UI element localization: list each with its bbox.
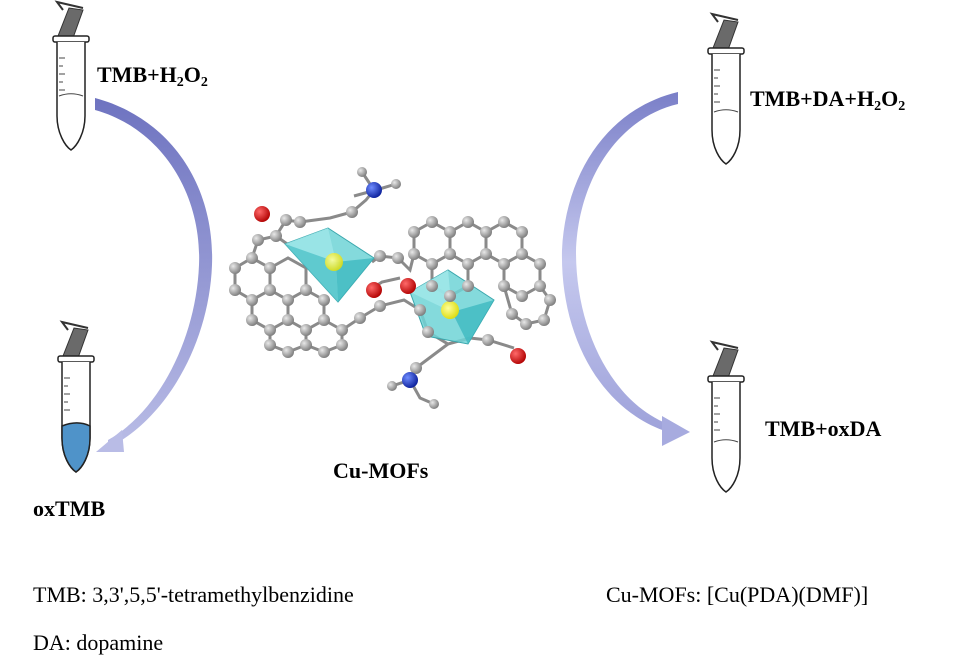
cu-mof-structure (229, 167, 556, 409)
oxygen-atoms (254, 206, 526, 364)
label-tmb-h2o2: TMB+H2O2 (97, 62, 208, 90)
carbon-atoms (229, 167, 556, 409)
label-tmb-oxda: TMB+oxDA (765, 416, 882, 441)
note-cu-mofs-formula: Cu-MOFs: [Cu(PDA)(DMF)] (606, 582, 869, 607)
left-curved-arrow (95, 98, 213, 452)
cu-polyhedron-left (284, 227, 375, 303)
tube-top-right (707, 12, 745, 165)
note-tmb-definition: TMB: 3,3',5,5'-tetramethylbenzidine (33, 582, 354, 607)
nitrogen-atoms (366, 182, 418, 388)
tube-top-left (52, 0, 90, 151)
tube-bottom-left (57, 320, 95, 473)
label-tmb-da-h2o2: TMB+DA+H2O2 (750, 86, 906, 114)
label-cu-mofs: Cu-MOFs (333, 458, 429, 483)
label-oxtmb: oxTMB (33, 496, 106, 521)
note-da-definition: DA: dopamine (33, 630, 164, 655)
tube-bottom-right (707, 340, 745, 493)
right-curved-arrow (561, 92, 690, 446)
